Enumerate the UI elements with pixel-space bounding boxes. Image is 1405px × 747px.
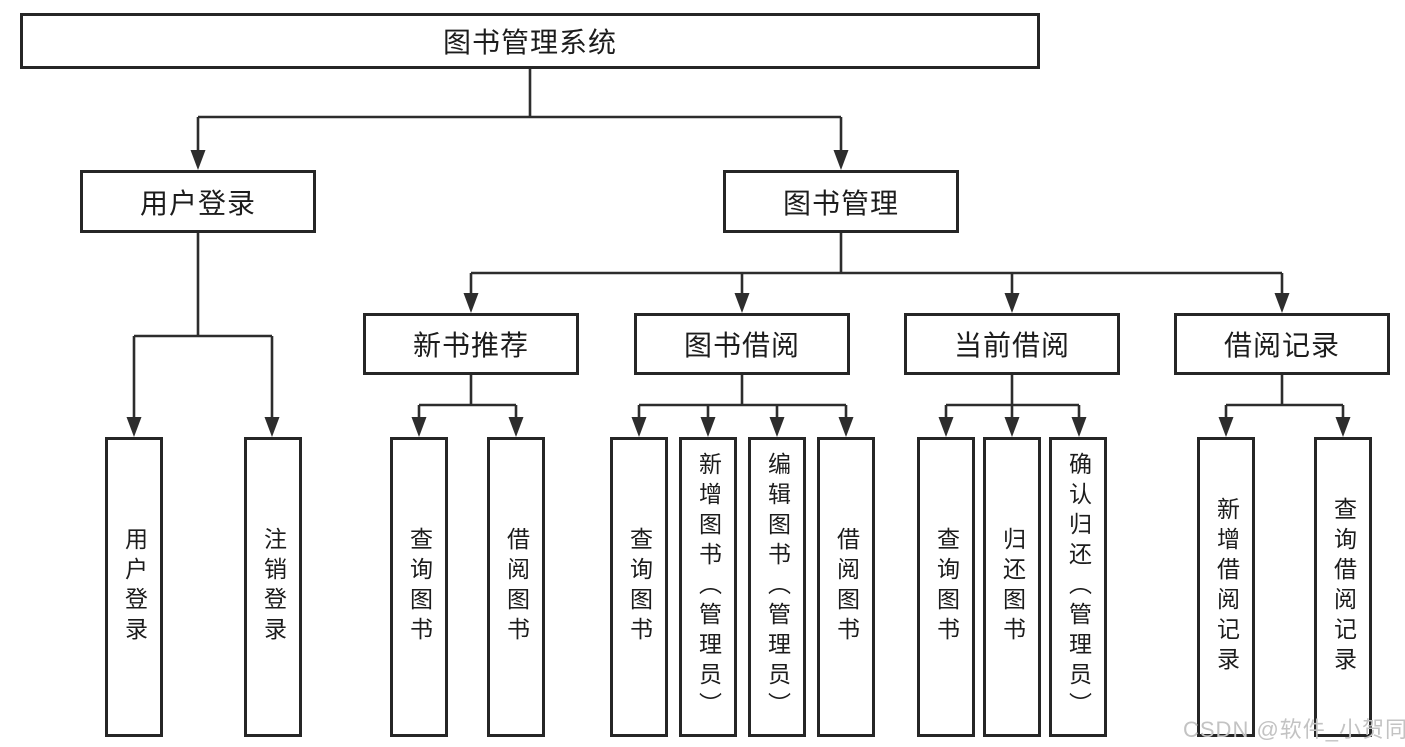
node-label: 用户登录 xyxy=(121,527,148,647)
leaf-borrow-books-borrowing: 借阅图书 xyxy=(817,437,875,737)
node-label: 图书管理 xyxy=(782,187,899,219)
node-label: 查询图书 xyxy=(626,527,653,647)
leaf-query-borrow-record: 查询借阅记录 xyxy=(1314,437,1372,737)
node-label: 确认归还（管理员） xyxy=(1065,452,1092,722)
csdn-watermark: CSDN @软件_小贺同学 xyxy=(1183,717,1405,742)
node-label: 查询借阅记录 xyxy=(1330,497,1357,677)
leaf-confirm-return-admin: 确认归还（管理员） xyxy=(1049,437,1107,737)
node-library-management-system: 图书管理系统 xyxy=(20,13,1040,69)
leaf-add-books-admin: 新增图书（管理员） xyxy=(679,437,737,737)
leaf-query-books-recommend: 查询图书 xyxy=(390,437,448,737)
node-label: 图书管理系统 xyxy=(442,27,617,58)
leaf-add-borrow-record: 新增借阅记录 xyxy=(1197,437,1255,737)
leaf-edit-books-admin: 编辑图书（管理员） xyxy=(748,437,806,737)
node-label: 借阅记录 xyxy=(1223,330,1340,361)
node-label: 图书借阅 xyxy=(683,330,800,361)
node-label: 注销登录 xyxy=(260,527,287,647)
node-book-management: 图书管理 xyxy=(723,170,959,233)
node-label: 编辑图书（管理员） xyxy=(764,452,791,722)
node-label: 借阅图书 xyxy=(833,527,860,647)
node-label: 新增借阅记录 xyxy=(1213,497,1240,677)
leaf-user-login: 用户登录 xyxy=(105,437,163,737)
node-label: 查询图书 xyxy=(933,527,960,647)
node-label: 当前借阅 xyxy=(953,330,1070,361)
node-user-login: 用户登录 xyxy=(80,170,316,233)
node-label: 用户登录 xyxy=(139,187,256,219)
node-label: 新增图书（管理员） xyxy=(695,452,722,722)
leaf-query-books-borrowing: 查询图书 xyxy=(610,437,668,737)
node-label: 新书推荐 xyxy=(412,330,529,361)
node-book-borrowing: 图书借阅 xyxy=(634,313,850,375)
leaf-logout: 注销登录 xyxy=(244,437,302,737)
leaf-borrow-books-recommend: 借阅图书 xyxy=(487,437,545,737)
leaf-query-books-current: 查询图书 xyxy=(917,437,975,737)
node-borrowing-records: 借阅记录 xyxy=(1174,313,1390,375)
node-label: 借阅图书 xyxy=(503,527,530,647)
node-label: 归还图书 xyxy=(999,527,1026,647)
node-current-borrowing: 当前借阅 xyxy=(904,313,1120,375)
leaf-return-books: 归还图书 xyxy=(983,437,1041,737)
node-label: 查询图书 xyxy=(406,527,433,647)
node-new-book-recommend: 新书推荐 xyxy=(363,313,579,375)
